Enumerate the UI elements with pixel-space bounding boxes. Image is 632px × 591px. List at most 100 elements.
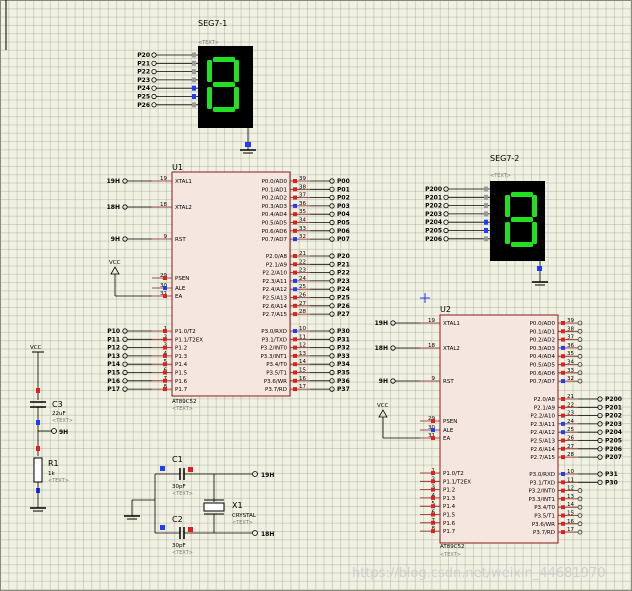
net-terminal[interactable] bbox=[597, 454, 603, 460]
unconnected-terminal[interactable] bbox=[577, 370, 583, 376]
net-terminal[interactable] bbox=[122, 336, 128, 342]
net-terminal[interactable] bbox=[329, 195, 335, 201]
unconnected-terminal[interactable] bbox=[577, 513, 583, 518]
seg-pin-terminal[interactable] bbox=[151, 77, 157, 83]
net-terminal[interactable] bbox=[122, 204, 128, 210]
seg-pin-terminal[interactable] bbox=[151, 102, 157, 108]
unconnected-terminal[interactable] bbox=[577, 345, 583, 351]
unconnected-terminal[interactable] bbox=[577, 529, 583, 535]
net-terminal[interactable] bbox=[329, 178, 335, 184]
net-terminal[interactable] bbox=[597, 479, 603, 485]
net-terminal[interactable] bbox=[122, 328, 128, 334]
unconnected-terminal[interactable] bbox=[577, 337, 583, 342]
net-terminal[interactable] bbox=[597, 471, 603, 477]
unconnected-terminal[interactable] bbox=[577, 488, 583, 493]
seg-pin-label: P26 bbox=[137, 102, 150, 109]
net-terminal[interactable] bbox=[329, 369, 335, 376]
seg-pin-terminal[interactable] bbox=[443, 194, 449, 200]
chip-pin-name: P3.5/T1 bbox=[534, 514, 555, 520]
net-terminal[interactable] bbox=[122, 344, 128, 351]
net-terminal[interactable] bbox=[329, 294, 335, 301]
chip-pin-name: P1.3 bbox=[443, 496, 456, 502]
net-terminal[interactable] bbox=[597, 412, 603, 419]
chip-pin-number: 13 bbox=[567, 494, 574, 500]
net-terminal[interactable] bbox=[329, 278, 335, 284]
unconnected-terminal[interactable] bbox=[577, 496, 583, 502]
net-terminal[interactable] bbox=[122, 353, 128, 359]
net-terminal[interactable] bbox=[329, 269, 335, 276]
unconnected-terminal[interactable] bbox=[577, 328, 583, 334]
net-terminal[interactable] bbox=[329, 253, 335, 259]
r1-ref: R1 bbox=[48, 459, 59, 468]
net-terminal[interactable] bbox=[122, 369, 128, 376]
seg-pin-terminal[interactable] bbox=[443, 186, 449, 192]
net-terminal[interactable] bbox=[329, 353, 335, 359]
net-terminal[interactable] bbox=[329, 311, 335, 317]
oscillator-circuit[interactable]: C1 30pF <TEXT> 19H X1 CRYSTAL <TEXT> C2 bbox=[124, 455, 274, 556]
unconnected-terminal[interactable] bbox=[577, 362, 583, 367]
net-terminal[interactable] bbox=[329, 303, 335, 309]
seg7-2-component[interactable]: SEG7-2 <TEXT> P200P201P202P203P204P205P2… bbox=[425, 154, 548, 286]
chip-pin-name: P2.5/A13 bbox=[262, 296, 287, 302]
osc-net-top-terminal[interactable] bbox=[252, 471, 258, 477]
net-terminal[interactable] bbox=[597, 404, 603, 410]
net-terminal[interactable] bbox=[597, 396, 603, 402]
net-terminal[interactable] bbox=[122, 178, 128, 184]
net-terminal[interactable] bbox=[329, 228, 335, 234]
seg-pin-terminal[interactable] bbox=[151, 60, 157, 66]
net-terminal[interactable] bbox=[122, 236, 128, 242]
seg-pin-terminal[interactable] bbox=[443, 236, 449, 242]
net-terminal[interactable] bbox=[329, 203, 335, 209]
net-terminal[interactable] bbox=[329, 236, 335, 242]
seg-pin-terminal[interactable] bbox=[151, 93, 157, 100]
seg-pin-terminal[interactable] bbox=[443, 227, 449, 234]
seg-pin-terminal[interactable] bbox=[443, 211, 449, 217]
unconnected-terminal[interactable] bbox=[577, 353, 583, 359]
net-terminal[interactable] bbox=[329, 211, 335, 217]
unconnected-terminal[interactable] bbox=[577, 504, 583, 510]
net-terminal[interactable] bbox=[329, 344, 335, 351]
net-terminal[interactable] bbox=[329, 286, 335, 292]
chip-pin-name: P2.5/A13 bbox=[530, 439, 555, 445]
net-terminal[interactable] bbox=[329, 361, 335, 367]
osc-net-bottom-terminal[interactable] bbox=[252, 530, 258, 536]
net-terminal[interactable] bbox=[329, 219, 335, 226]
net-terminal[interactable] bbox=[597, 446, 603, 452]
net-terminal[interactable] bbox=[122, 378, 128, 384]
unconnected-terminal[interactable] bbox=[577, 521, 583, 527]
net-terminal[interactable] bbox=[597, 421, 603, 427]
seg-pin-terminal[interactable] bbox=[151, 85, 157, 91]
seg-pin-terminal[interactable] bbox=[151, 52, 157, 58]
net-terminal[interactable] bbox=[390, 378, 396, 384]
unconnected-terminal[interactable] bbox=[577, 378, 583, 384]
net-terminal[interactable] bbox=[329, 386, 335, 392]
net-terminal[interactable] bbox=[122, 361, 128, 367]
c2-tag: <TEXT> bbox=[172, 550, 193, 556]
net-terminal[interactable] bbox=[390, 345, 396, 351]
vcc-label: VCC bbox=[109, 260, 121, 266]
net-terminal[interactable] bbox=[122, 386, 128, 392]
unconnected-terminal[interactable] bbox=[577, 320, 583, 326]
net-terminal[interactable] bbox=[329, 186, 335, 192]
net-terminal[interactable] bbox=[597, 429, 603, 435]
net-terminal[interactable] bbox=[329, 378, 335, 384]
seg-pin-terminal[interactable] bbox=[443, 219, 449, 225]
net-terminal[interactable] bbox=[390, 320, 396, 326]
reset-circuit[interactable]: VCC C3 22uF <TEXT> 9H R1 1k <TEXT> bbox=[30, 345, 73, 512]
net-terminal[interactable] bbox=[329, 328, 335, 334]
net-terminal[interactable] bbox=[329, 261, 335, 267]
chip-pin-number: 34 bbox=[299, 218, 306, 224]
chip-pin-name: P0.5/AD5 bbox=[262, 221, 288, 227]
chip-pin-name: P0.2/AD2 bbox=[530, 338, 555, 344]
seg-pin-terminal[interactable] bbox=[443, 203, 449, 209]
seg-pin-label: P23 bbox=[137, 77, 150, 84]
reset-net-terminal[interactable] bbox=[51, 428, 57, 434]
net-terminal[interactable] bbox=[597, 437, 603, 444]
seg-pin-terminal[interactable] bbox=[151, 69, 157, 75]
net-terminal[interactable] bbox=[329, 336, 335, 342]
chip-pin-name: P2.1/A9 bbox=[266, 262, 288, 268]
